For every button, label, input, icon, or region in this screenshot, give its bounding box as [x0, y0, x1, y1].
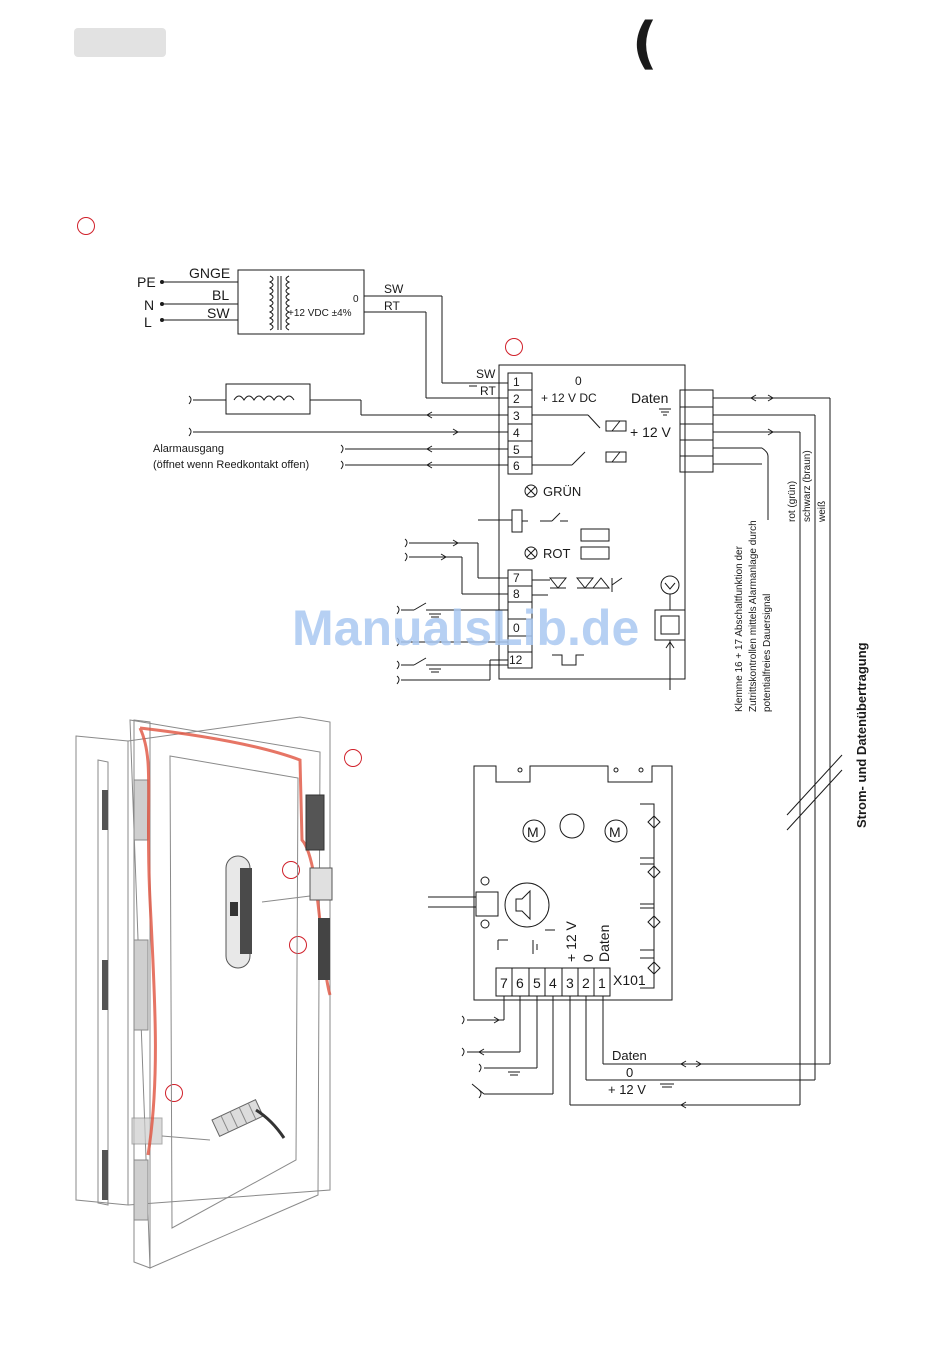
header-parenthesis: (	[632, 11, 658, 76]
terminal-12: 12	[509, 653, 523, 667]
terminal-3: 3	[513, 409, 520, 423]
marker-circle	[505, 338, 523, 356]
input-pe: PE	[137, 274, 156, 290]
bottom-label-daten: Daten	[612, 1048, 647, 1063]
mb-terminal-4: 4	[549, 975, 557, 991]
cable-color-weiss: weiß	[817, 501, 828, 523]
sensor-box	[654, 609, 686, 641]
motor-2-label: M	[609, 824, 621, 840]
col-label-daten: Daten	[596, 925, 612, 962]
marker-circle	[282, 861, 300, 879]
mb-terminal-3: 3	[566, 975, 574, 991]
terminal-color-sw: SW	[476, 367, 496, 381]
controller: SW RT 1 2 3 4 5 6 0 + 12 V DC Daten + 12…	[467, 364, 714, 690]
label-12v-dc: + 12 V DC	[541, 391, 597, 405]
input-l: L	[144, 314, 152, 330]
wire-bl: BL	[212, 287, 229, 303]
led-green-icon	[524, 484, 538, 498]
terminal-5: 5	[513, 443, 520, 457]
label-12v: + 12 V	[630, 424, 672, 440]
led-red-icon	[524, 546, 538, 560]
psu-out-rt: RT	[384, 299, 400, 313]
watermark: ManualsLib.de	[292, 600, 639, 656]
transformer-box	[237, 269, 365, 335]
terminal-4: 4	[513, 426, 520, 440]
data-cable	[713, 394, 843, 1105]
mb-terminal-5: 5	[533, 975, 541, 991]
terminal-color-rt: RT	[480, 384, 496, 398]
wire-sw: SW	[207, 305, 230, 321]
mb-terminal-1: 1	[598, 975, 606, 991]
input-n: N	[144, 297, 154, 313]
mb-terminal-2: 2	[582, 975, 590, 991]
mb-terminal-6: 6	[516, 975, 524, 991]
motor-board-outline	[473, 765, 673, 1001]
speaker-icon	[504, 882, 550, 928]
motor-1-icon	[522, 819, 546, 843]
alarm-label-2: (öffnet wenn Reedkontakt offen)	[153, 459, 309, 471]
side-note-3: potentialfreies Dauersignal	[762, 594, 773, 712]
alarm-label-1: Alarmausgang	[153, 443, 224, 455]
col-label-0: 0	[580, 954, 596, 962]
led-rot-label: ROT	[543, 546, 571, 561]
marker-circle	[289, 936, 307, 954]
marker-circle	[77, 217, 95, 235]
cable-color-rot: rot (grün)	[787, 481, 798, 522]
transformer-coil-icon	[268, 275, 274, 331]
led-gruen-label: GRÜN	[543, 484, 581, 499]
marker-circle	[165, 1084, 183, 1102]
resistor-box	[225, 383, 311, 415]
sensor-icon	[660, 575, 680, 595]
controller-box	[498, 364, 686, 680]
psu-zero: 0	[353, 294, 359, 305]
col-label-12v: + 12 V	[563, 920, 579, 962]
label-zero: 0	[575, 374, 582, 388]
wire-gnge: GNGE	[189, 265, 230, 281]
cable-color-schwarz: schwarz (braun)	[802, 450, 813, 522]
terminal-6: 6	[513, 459, 520, 473]
marker-circle	[344, 749, 362, 767]
motor-board: M M 7 6 5 4 3 2 1 X1	[428, 765, 830, 1109]
data-connector	[679, 389, 714, 473]
bottom-label-0: 0	[626, 1065, 633, 1080]
side-note-1: Klemme 16 + 17 Abschaltfunktion der	[734, 545, 745, 712]
terminal-8: 8	[513, 587, 520, 601]
motor-2-icon	[604, 819, 628, 843]
mb-terminal-7: 7	[500, 975, 508, 991]
bottom-label-12v: + 12 V	[608, 1082, 646, 1097]
header-tag	[74, 28, 166, 57]
psu-out-sw: SW	[384, 282, 404, 296]
terminal-1: 1	[513, 375, 520, 389]
power-supply: PE N L GNGE BL SW 0 +12 VDC ±4% SW RT	[137, 265, 508, 399]
connector-x101: X101	[613, 972, 646, 988]
vertical-title: Strom- und Datenübertragung	[854, 642, 869, 828]
motor-1-label: M	[527, 824, 539, 840]
terminal-2: 2	[513, 392, 520, 406]
psu-voltage: +12 VDC ±4%	[288, 308, 352, 319]
terminal-7: 7	[513, 571, 520, 585]
door-illustration	[75, 716, 333, 1269]
label-daten: Daten	[631, 390, 668, 406]
input-lines: Alarmausgang (öffnet wenn Reedkontakt of…	[153, 383, 508, 685]
side-note-2: Zutrittskontrollen mittels Alarmanlage d…	[748, 520, 759, 712]
terminal-10: 0	[513, 621, 520, 635]
